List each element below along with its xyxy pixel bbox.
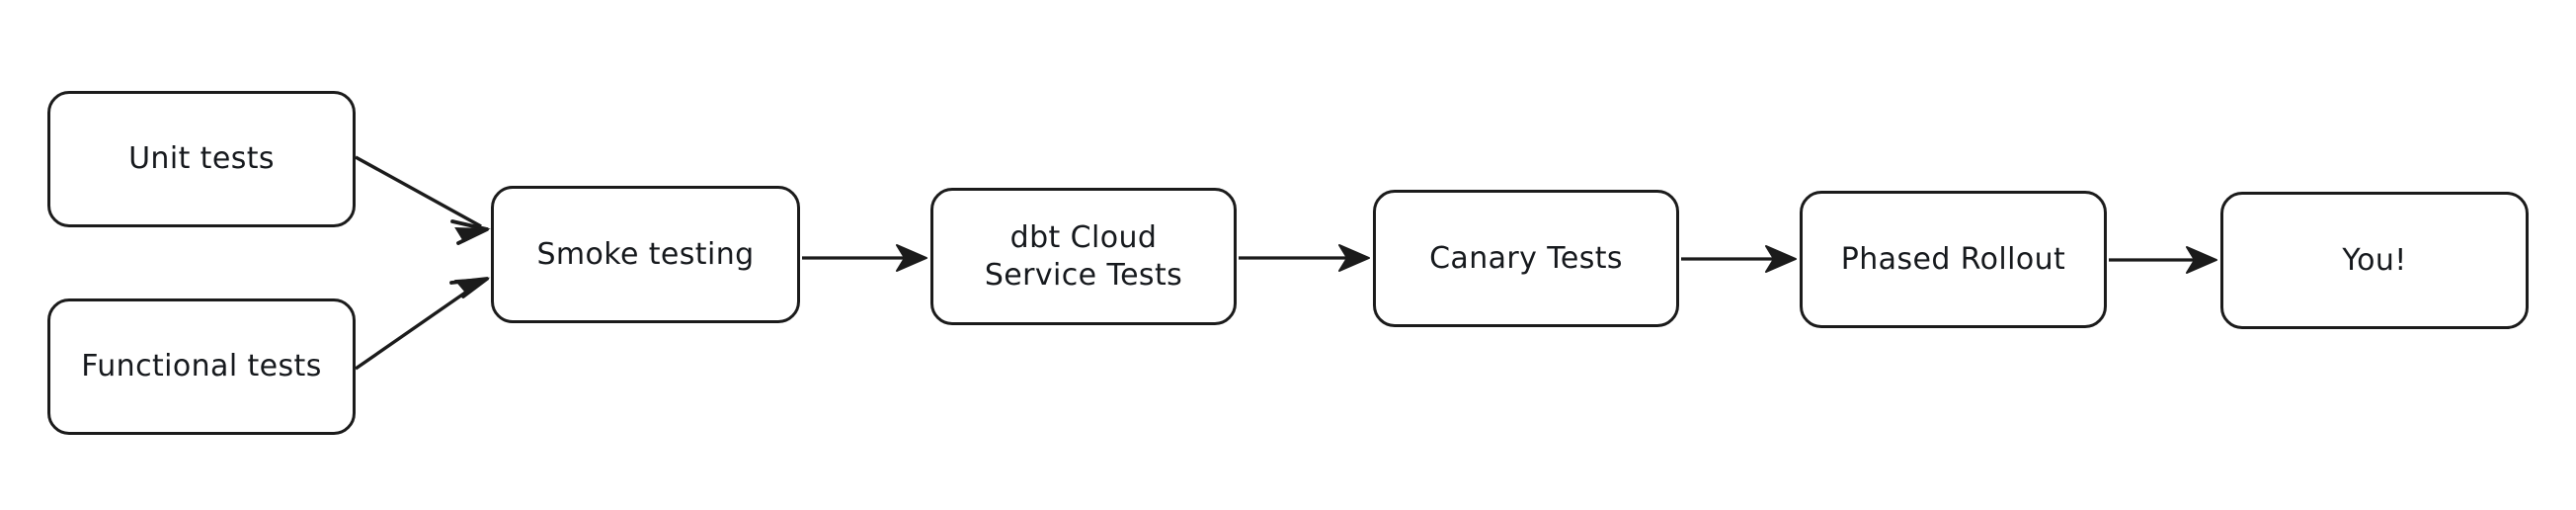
node-unit-tests-label: Unit tests [128, 141, 275, 176]
node-functional-tests-label: Functional tests [81, 349, 322, 383]
node-smoke-testing-label: Smoke testing [536, 236, 755, 272]
node-phased-rollout[interactable]: Phased Rollout [1800, 191, 2107, 328]
edge-canary-to-phased [1681, 245, 1797, 273]
edge-smoke-to-dbt [802, 244, 927, 272]
node-phased-rollout-label: Phased Rollout [1840, 241, 2066, 277]
edge-dbt-to-canary [1239, 244, 1370, 272]
node-you-label: You! [2342, 242, 2407, 278]
node-unit-tests[interactable]: Unit tests [47, 91, 356, 227]
edge-functional-to-smoke [355, 277, 491, 371]
node-you[interactable]: You! [2220, 192, 2529, 329]
node-canary-tests-label: Canary Tests [1429, 240, 1623, 276]
node-functional-tests[interactable]: Functional tests [47, 298, 356, 435]
node-smoke-testing[interactable]: Smoke testing [491, 186, 800, 323]
node-dbt-cloud-service-tests-label: dbt Cloud Service Tests [984, 219, 1183, 293]
node-dbt-cloud-service-tests[interactable]: dbt Cloud Service Tests [930, 188, 1237, 325]
edge-phased-to-you [2109, 246, 2217, 274]
edge-unit-to-smoke [355, 155, 491, 245]
node-canary-tests[interactable]: Canary Tests [1373, 190, 1679, 327]
